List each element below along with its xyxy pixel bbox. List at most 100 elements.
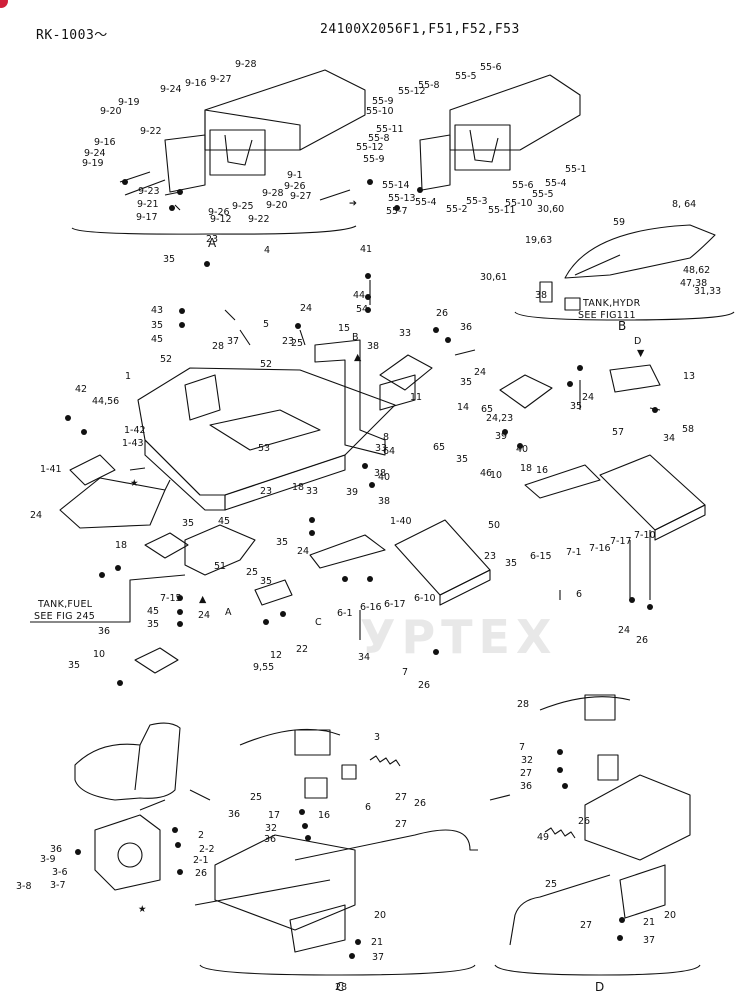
part-callout: 26 <box>636 635 648 646</box>
part-callout: 3-9 <box>40 854 56 865</box>
part-callout: 24 <box>582 392 594 403</box>
note-tank-fuel-ref: SEE FIG 245 <box>34 611 95 622</box>
part-callout: 27 <box>520 768 532 779</box>
part-callout: 6 <box>576 589 582 600</box>
part-callout: 24 <box>297 546 309 557</box>
star-marker-icon: ★ <box>138 904 147 915</box>
part-callout: 37 <box>372 952 384 963</box>
part-callout: 30,60 <box>537 204 564 215</box>
part-numbers: 24100X2056F1,F51,F52,F53 <box>320 22 520 37</box>
part-callout: 9-26 <box>284 181 306 192</box>
part-callout: 9-23 <box>138 186 160 197</box>
part-callout: 35 <box>182 518 194 529</box>
part-callout: 38 <box>367 341 379 352</box>
part-callout: 6-1 <box>337 608 353 619</box>
part-callout: 26 <box>436 308 448 319</box>
part-callout: 6-15 <box>530 551 552 562</box>
part-callout: 9-28 <box>235 59 257 70</box>
part-callout: 54 <box>356 304 368 315</box>
part-callout: 24 <box>618 625 630 636</box>
part-callout: 20 <box>374 910 386 921</box>
part-callout: 1-41 <box>40 464 62 475</box>
part-callout: 34 <box>663 433 675 444</box>
part-callout: 9-21 <box>137 199 159 210</box>
part-callout: 4 <box>264 245 270 256</box>
pedals-drawing <box>134 354 553 674</box>
part-callout: 9-20 <box>100 106 122 117</box>
part-callout: 35 <box>163 254 175 265</box>
part-callout: 32 <box>265 823 277 834</box>
part-callout: 35 <box>68 660 80 671</box>
part-callout: 48,62 <box>683 265 710 276</box>
part-callout: 7-16 <box>589 543 611 554</box>
part-callout: 37 <box>643 935 655 946</box>
part-callout: 9,55 <box>253 662 274 673</box>
part-callout: 23 <box>260 486 272 497</box>
detail-55-drawing <box>419 74 581 191</box>
part-callout: 34 <box>358 652 370 663</box>
part-callout: 5 <box>263 319 269 330</box>
bracket-9-55-drawing <box>184 524 293 606</box>
part-callout: 35 <box>260 576 272 587</box>
part-callout: 9-1 <box>287 170 303 181</box>
part-callout: 36 <box>460 322 472 333</box>
part-callout: 7-15 <box>160 593 182 604</box>
part-callout: 49 <box>537 832 549 843</box>
arrow-b-icon: ▲ <box>354 352 362 363</box>
part-callout: 55-3 <box>466 196 488 207</box>
part-callout: 44 <box>353 290 365 301</box>
part-callout: 55-4 <box>545 178 567 189</box>
part-callout: D <box>634 336 641 347</box>
arrow-right-icon: ➔ <box>349 198 357 209</box>
part-callout: 55-11 <box>488 205 516 216</box>
part-callout: 12 <box>270 650 282 661</box>
part-callout: 58 <box>682 424 694 435</box>
part-callout: 9-20 <box>266 200 288 211</box>
part-callout: 7 <box>402 667 408 678</box>
part-callout: 25 <box>291 338 303 349</box>
part-callout: 25 <box>250 792 262 803</box>
tank-fuel-leader <box>30 574 186 623</box>
part-callout: 14 <box>457 402 469 413</box>
part-callout: 55-10 <box>505 198 533 209</box>
part-callout: 51 <box>214 561 226 572</box>
part-callout: 28 <box>212 341 224 352</box>
part-callout: 33 <box>306 486 318 497</box>
part-callout: 55-10 <box>366 106 394 117</box>
part-callout: 35 <box>505 558 517 569</box>
section-label-d: D <box>595 980 604 994</box>
watermark: УРТЕХ <box>360 610 558 664</box>
part-callout: 39 <box>346 487 358 498</box>
part-callout: 38 <box>535 290 547 301</box>
footrest-7-drawing <box>524 364 706 541</box>
part-callout: 55-7 <box>386 206 408 217</box>
part-callout: 9-27 <box>290 191 312 202</box>
part-callout: 46 <box>480 468 492 479</box>
part-callout: 16 <box>318 810 330 821</box>
part-callout: 44,56 <box>92 396 119 407</box>
part-callout: 1-43 <box>122 438 144 449</box>
part-callout: 18 <box>115 540 127 551</box>
part-callout: 9-27 <box>210 74 232 85</box>
part-callout: 55-2 <box>446 204 468 215</box>
part-callout: 57 <box>612 427 624 438</box>
part-callout: 25 <box>246 567 258 578</box>
part-callout: 7-1 <box>566 547 582 558</box>
part-callout: 31,33 <box>694 286 721 297</box>
part-callout: 21 <box>371 937 383 948</box>
part-callout: 6 <box>365 802 371 813</box>
part-callout: 9-12 <box>210 214 232 225</box>
part-callout: 7-10 <box>634 530 656 541</box>
part-callout: 9-22 <box>140 126 162 137</box>
part-callout: 45 <box>147 606 159 617</box>
part-callout: 45 <box>151 334 163 345</box>
part-callout: 16 <box>536 465 548 476</box>
part-callout: 7-17 <box>610 536 632 547</box>
part-callout: 9-16 <box>94 137 116 148</box>
part-callout: 24,23 <box>486 413 513 424</box>
arrow-down-icon: ▼ <box>637 348 645 359</box>
part-callout: 55-1 <box>565 164 587 175</box>
part-callout: 8, 64 <box>672 199 696 210</box>
part-callout: 65 <box>433 442 445 453</box>
